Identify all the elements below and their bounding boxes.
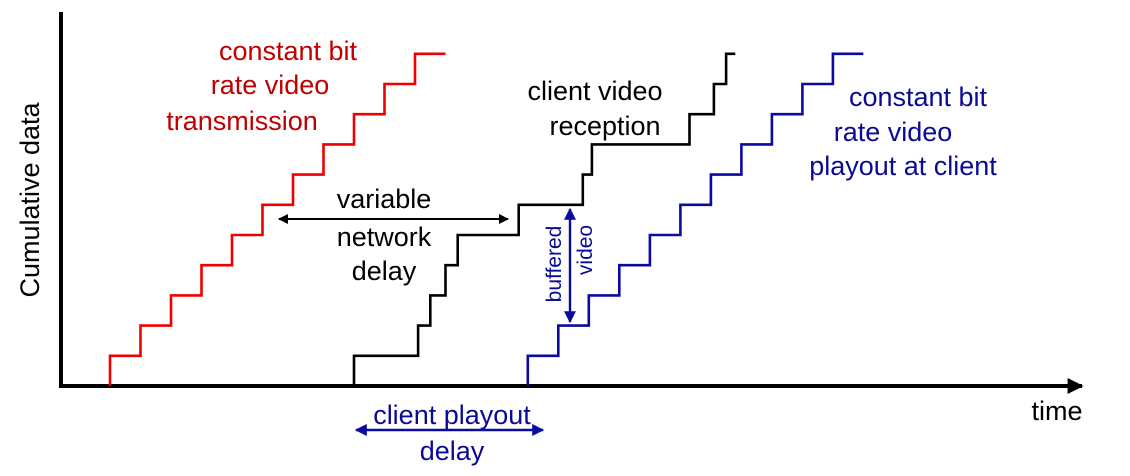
playout-label-line: constant bit [849,82,988,112]
series-reception [352,52,736,386]
x-axis-label: time [1031,396,1082,426]
series-playout [526,52,864,386]
playout-delay-label-line: delay [420,436,485,466]
network-delay-label-line: network [337,222,432,252]
transmission-label-line: transmission [166,106,318,136]
transmission-label-line: constant bit [219,36,358,66]
network-delay-label-line: delay [352,256,417,286]
playout-label-line: playout at client [809,151,997,181]
series-transmission [108,52,446,386]
buffered-video-label-line: video [574,225,597,275]
reception-label-line: reception [549,111,660,141]
y-axis-label: Cumulative data [15,101,45,297]
network-delay-label-line: variable [337,184,432,214]
transmission-label: constant bit rate video transmission [166,36,357,136]
reception-label-line: client video [527,76,662,106]
playout-label-line: rate video [834,117,953,147]
buffered-video-label-line: buffered [543,226,566,303]
playout-delay-label-line: client playout [373,400,531,430]
transmission-label-line: rate video [211,70,330,100]
